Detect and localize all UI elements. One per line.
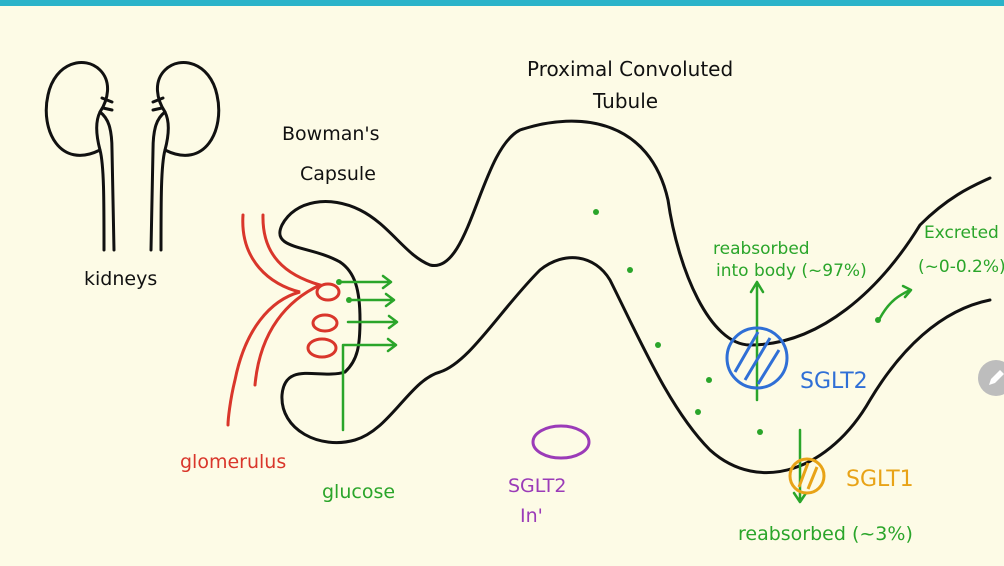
pct-label-line1: Proximal Convoluted <box>527 57 733 81</box>
reabsorbed-body-line2: into body (~97%) <box>716 261 867 281</box>
sglt1-label: SGLT1 <box>846 467 914 492</box>
diagram-canvas: kidneys Bowman's Capsule Proximal Convol… <box>0 6 1004 566</box>
kidneys-drawing <box>46 62 218 250</box>
bowmans-label-line1: Bowman's <box>282 123 380 145</box>
sglt2-inhibitor-label-line1: SGLT2 <box>508 475 566 497</box>
glomerulus-label: glomerulus <box>180 451 286 473</box>
kidneys-label: kidneys <box>84 268 157 290</box>
sglt2-inhibitor-shape <box>533 426 589 458</box>
glucose-label: glucose <box>322 481 395 503</box>
pencil-icon <box>986 368 1004 388</box>
reabsorbed-body-line1: reabsorbed <box>713 239 810 259</box>
tubule-outline <box>280 121 990 472</box>
excreted-label-line2: (~0-0.2%) <box>918 257 1004 277</box>
bowmans-label-line2: Capsule <box>300 163 376 185</box>
excreted-label-line1: Excreted <box>924 223 999 243</box>
sglt2-inhibitor-label-line2: In' <box>520 505 543 527</box>
reabsorbed-3-label: reabsorbed (~3%) <box>738 523 913 545</box>
pct-label-line2: Tubule <box>592 89 658 113</box>
sglt2-label: SGLT2 <box>800 369 868 394</box>
sglt1-transporter <box>790 459 824 493</box>
